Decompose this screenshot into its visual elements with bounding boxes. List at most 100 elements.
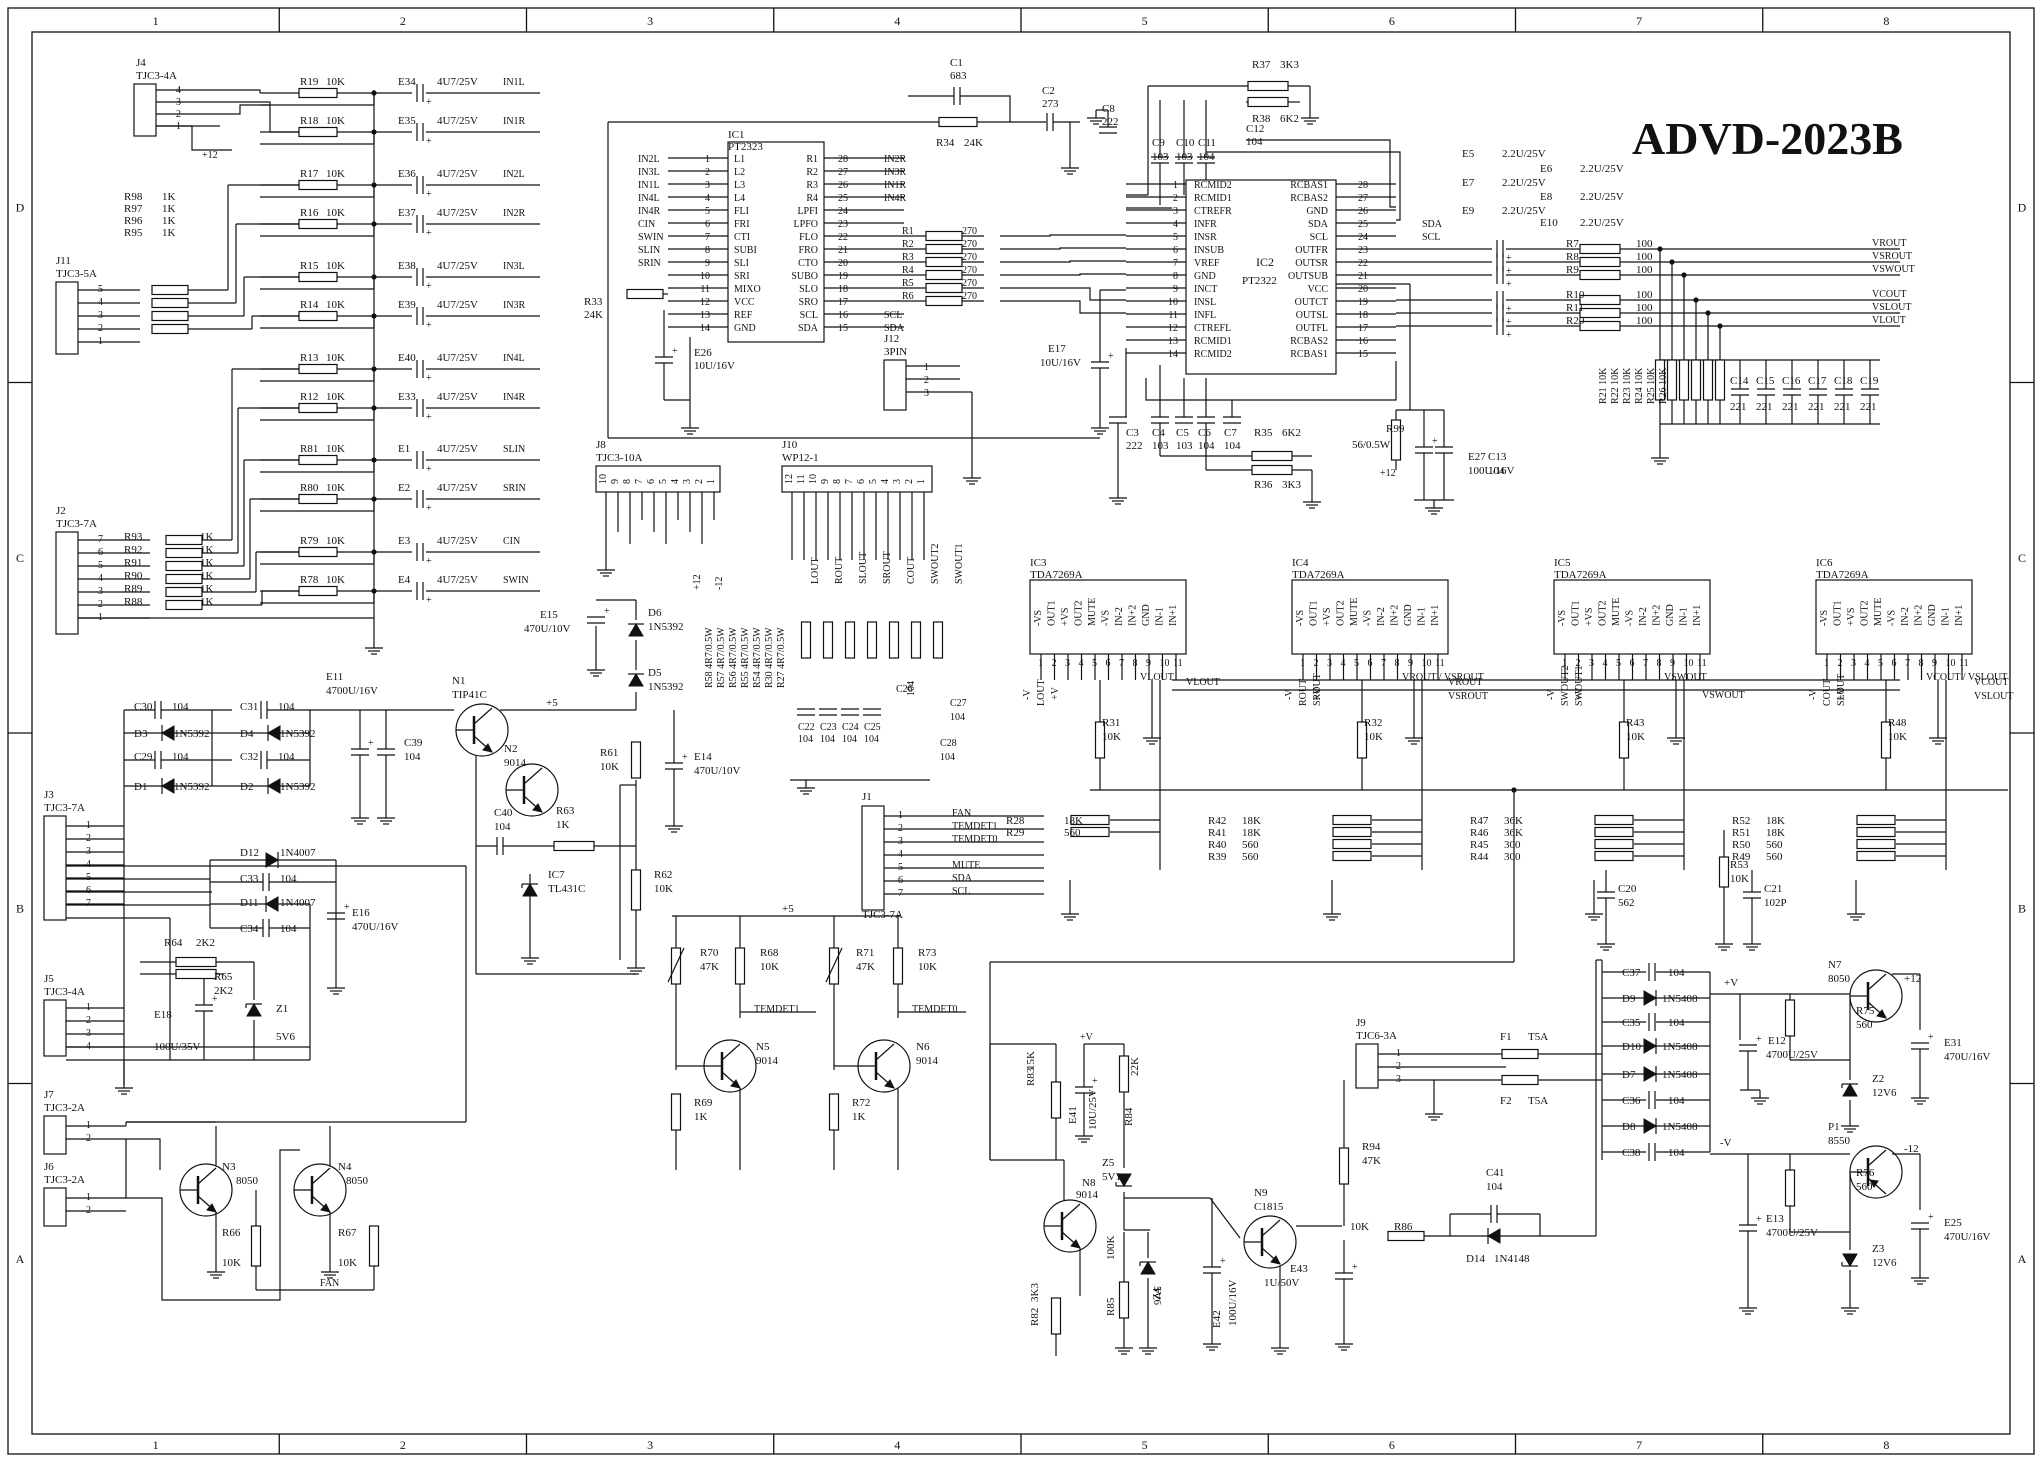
supply-label: -V <box>1284 689 1295 700</box>
connector-j7-pin: 1 <box>86 1120 91 1131</box>
transistor-ref: N7 <box>1828 959 1842 971</box>
svg-text:+: + <box>426 412 432 423</box>
ground-symbol <box>681 420 699 435</box>
zener-ref: Z2 <box>1872 1073 1884 1085</box>
resistor-ref: R91 <box>124 557 142 569</box>
capacitor-value: 104 <box>404 751 421 763</box>
ground-symbol <box>1841 1300 1859 1315</box>
resistor-ref: R96 <box>124 215 143 227</box>
ground-symbol <box>115 1080 133 1095</box>
amp-pin-name: -VS <box>1363 610 1374 626</box>
amp-pin-name: OUT2 <box>1074 600 1085 626</box>
connector-j6-pin: 1 <box>86 1192 91 1203</box>
connector-j9-pin: 2 <box>1396 1061 1401 1072</box>
n4-transistor <box>293 1163 347 1217</box>
ic2-bottom-capacitor <box>1175 416 1193 424</box>
resistor-ref: R20 <box>1566 315 1585 327</box>
ic1-pin-signal: IN2L <box>638 154 660 165</box>
capacitor-value: 4700U/25V <box>1766 1049 1818 1061</box>
output-resistor <box>1579 269 1621 281</box>
svg-text:+: + <box>1756 1034 1762 1045</box>
ic1-pin-name: SLO <box>799 284 818 295</box>
frame-row-label: C <box>2018 551 2026 565</box>
resistor-value: 10K <box>1102 731 1121 743</box>
capacitor-ref: C32 <box>240 751 258 763</box>
signal-label: TEMDET1 <box>754 1004 800 1015</box>
r63-resistor <box>553 840 595 852</box>
ground-symbol <box>963 470 981 485</box>
zobel-resistor-label: R55 4R7/0.5W <box>740 627 751 688</box>
connector-j10-pin: 9 <box>820 479 831 484</box>
resistor-ref: R38 <box>1252 113 1271 125</box>
capacitor-value: 100U/35V <box>154 1041 201 1053</box>
connector-j1-pin: 1 <box>898 810 903 821</box>
capacitor-ref: C40 <box>494 807 513 819</box>
connector-ref: J8 <box>596 439 606 451</box>
resistor-ref: R42 <box>1208 815 1226 827</box>
capacitor-value: 104 <box>280 923 297 935</box>
amp-pin-name: +VS <box>1584 608 1595 626</box>
supply-label: +12 <box>1904 973 1921 985</box>
input-resistor <box>298 493 338 505</box>
r33-resistor <box>626 288 664 300</box>
resistor-ref: R97 <box>124 203 143 215</box>
connector-j6-pin: 2 <box>86 1205 91 1216</box>
ic2-pin-name: RCMID2 <box>1194 180 1232 191</box>
svg-text:+: + <box>1506 317 1512 328</box>
r69-resistor <box>670 1093 682 1131</box>
ground-symbol <box>1115 1340 1133 1355</box>
connector-ref: J10 <box>782 439 798 451</box>
amp-pin-number: 2 <box>1052 658 1057 669</box>
ground-symbol <box>365 640 383 655</box>
ground-symbol <box>1597 936 1615 951</box>
amp-feedback-resistor <box>1070 826 1110 838</box>
n6-transistor <box>857 1039 911 1093</box>
ic1-pin-name: LPFO <box>794 219 818 230</box>
resistor-value: 10K <box>326 482 345 494</box>
capacitor-ref: C26 <box>896 684 913 695</box>
amp-pin-name: OUT1 <box>1833 600 1844 626</box>
coupling-capacitor: + <box>416 490 432 514</box>
connector-j11-pin: 2 <box>98 323 103 334</box>
connector-j3-pin: 1 <box>86 820 91 831</box>
capacitor-ref: C18 <box>1834 375 1853 387</box>
ic2-pin-name: OUTFL <box>1296 323 1328 334</box>
amp-pin-name: -VS <box>1625 610 1636 626</box>
connector-j12-pin: 3 <box>924 388 929 399</box>
capacitor-ref: C17 <box>1808 375 1827 387</box>
capacitor-ref: E6 <box>1540 163 1553 175</box>
coupling-capacitor: + <box>416 215 432 239</box>
capacitor-value: 100U/16V <box>1468 465 1515 477</box>
diode-ref: D3 <box>134 728 148 740</box>
connector-j3-pin: 7 <box>86 898 91 909</box>
frame-row-label: A <box>2018 1252 2027 1266</box>
resistor-value: 10K <box>326 443 345 455</box>
amp-pin-number: 7 <box>1905 658 1910 669</box>
capacitor-ref: C7 <box>1224 427 1237 439</box>
connector-j5-pin: 4 <box>86 1041 91 1052</box>
wire <box>1000 300 1126 314</box>
speaker-filter-resistor <box>932 621 944 659</box>
amp-feedback-resistor <box>1332 838 1372 850</box>
bridge-diode <box>1643 1118 1657 1134</box>
speaker-signal-label: SWOUT2 <box>930 543 941 584</box>
amp-feedback-resistor <box>1070 814 1110 826</box>
resistor-value: 24K <box>584 309 603 321</box>
amp-pin-name: -VS <box>1887 610 1898 626</box>
r99-resistor <box>1390 419 1402 461</box>
amp-pin-number: 6 <box>1368 658 1373 669</box>
capacitor-ref: E16 <box>352 907 370 919</box>
amp-pin-number: 10 <box>1946 658 1956 669</box>
capacitor-ref: E37 <box>398 207 416 219</box>
ic2-pin-name: GND <box>1306 206 1328 217</box>
resistor-value: 10K <box>326 207 345 219</box>
resistor-value: 2K2 <box>196 937 215 949</box>
ic1-pin-name: R3 <box>806 180 818 191</box>
diode-ref: D11 <box>240 897 259 909</box>
resistor-value: 10K <box>918 961 937 973</box>
transistor-value: 8050 <box>1828 973 1851 985</box>
ic1-pin-number: 15 <box>838 323 848 334</box>
amp-pin-name: IN-2 <box>1376 607 1387 626</box>
svg-text:+: + <box>1108 351 1114 362</box>
e27-capacitor: + <box>1415 436 1438 454</box>
